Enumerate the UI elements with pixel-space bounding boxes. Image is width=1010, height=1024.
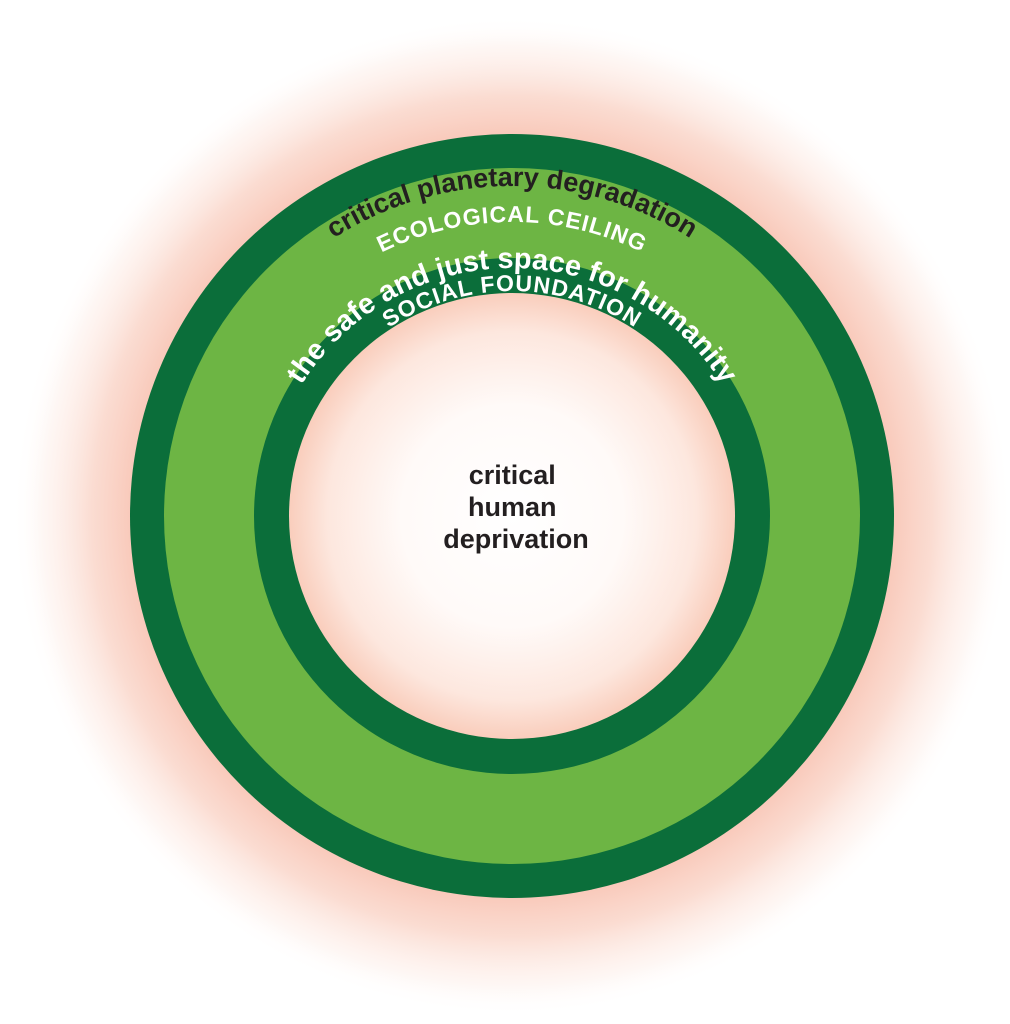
inner-zone-label: critical human deprivation	[443, 460, 589, 554]
inner-zone-label-line: deprivation	[443, 524, 589, 554]
inner-zone-label-line: human	[468, 492, 557, 522]
inner-zone-label-line: critical	[469, 460, 556, 490]
human-deprivation-zone	[289, 293, 735, 739]
